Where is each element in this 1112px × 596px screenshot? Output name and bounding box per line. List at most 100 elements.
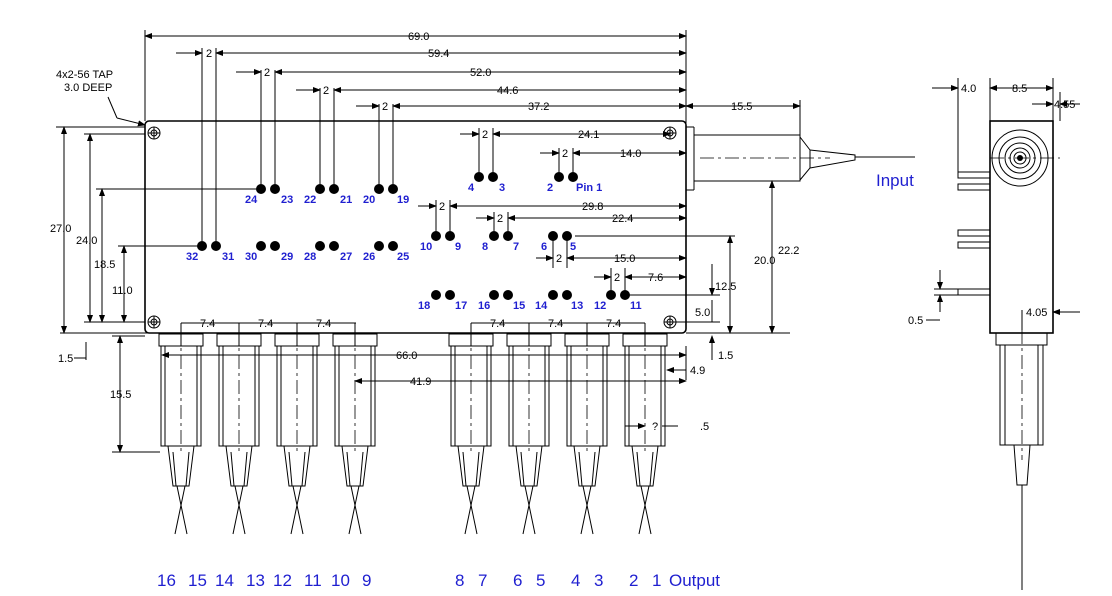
svg-text:37.2: 37.2 — [528, 101, 549, 113]
svg-text:19: 19 — [397, 194, 409, 206]
svg-text:25: 25 — [397, 251, 409, 263]
dimension-lines — [56, 30, 801, 453]
svg-text:11.0: 11.0 — [112, 285, 133, 297]
svg-text:7.4: 7.4 — [258, 318, 273, 330]
svg-text:3: 3 — [594, 571, 603, 590]
svg-text:3.0 DEEP: 3.0 DEEP — [64, 82, 112, 94]
svg-text:4.0: 4.0 — [961, 83, 976, 95]
svg-text:4: 4 — [468, 182, 475, 194]
screw-icon — [147, 315, 161, 329]
svg-text:15.5: 15.5 — [110, 389, 131, 401]
pin-labels: 24 23 22 21 20 19 4 3 2 Pin 1 32 31 30 2… — [186, 182, 642, 312]
svg-text:14: 14 — [215, 571, 234, 590]
svg-text:15.0: 15.0 — [614, 253, 635, 265]
svg-text:2: 2 — [547, 182, 553, 194]
svg-text:.5: .5 — [700, 421, 709, 433]
svg-text:?: ? — [652, 421, 658, 433]
svg-text:18: 18 — [418, 300, 430, 312]
svg-text:7.6: 7.6 — [648, 272, 663, 284]
side-view-dimensions: 4.0 8.5 4.55 0.5 4.05 — [908, 78, 1080, 330]
svg-text:11: 11 — [304, 571, 322, 590]
svg-text:2: 2 — [482, 129, 488, 141]
screw-icon — [147, 126, 161, 140]
svg-text:21: 21 — [340, 194, 352, 206]
screw-icon — [663, 126, 677, 140]
svg-text:4.05: 4.05 — [1026, 307, 1047, 319]
svg-text:13: 13 — [246, 571, 265, 590]
output-label: Output — [669, 571, 720, 590]
svg-text:7.4: 7.4 — [548, 318, 563, 330]
housing-body — [144, 120, 687, 334]
svg-text:22.2: 22.2 — [778, 245, 799, 257]
svg-text:12.5: 12.5 — [715, 281, 736, 293]
svg-text:41.9: 41.9 — [410, 376, 431, 388]
dimension-labels: 69.0 2 59.4 2 52.0 2 44.6 2 37.2 2 24.1 … — [50, 31, 799, 433]
svg-text:0.5: 0.5 — [908, 315, 923, 327]
svg-text:14: 14 — [535, 300, 548, 312]
svg-text:26: 26 — [363, 251, 375, 263]
svg-text:7.4: 7.4 — [606, 318, 621, 330]
output-numbers: 16 15 14 13 12 11 10 9 8 7 6 5 4 3 2 1 O… — [157, 571, 720, 590]
fiber-ferrule — [506, 329, 552, 535]
svg-text:8: 8 — [482, 241, 488, 253]
mounting-screws — [147, 126, 677, 329]
svg-text:9: 9 — [362, 571, 371, 590]
input-label: Input — [876, 171, 914, 190]
svg-text:8.5: 8.5 — [1012, 83, 1027, 95]
svg-text:2: 2 — [629, 571, 638, 590]
svg-text:9: 9 — [455, 241, 461, 253]
svg-text:24: 24 — [245, 194, 258, 206]
svg-text:29: 29 — [281, 251, 293, 263]
svg-text:3: 3 — [499, 182, 505, 194]
fiber-ferrule — [158, 329, 204, 535]
svg-text:1.5: 1.5 — [718, 350, 733, 362]
svg-text:2: 2 — [614, 272, 620, 284]
svg-text:5: 5 — [536, 571, 545, 590]
svg-text:66.0: 66.0 — [396, 350, 417, 362]
svg-text:Pin 1: Pin 1 — [576, 182, 602, 194]
svg-text:2: 2 — [206, 48, 212, 60]
svg-text:2: 2 — [556, 253, 562, 265]
fiber-ferrule — [332, 329, 378, 535]
svg-text:15: 15 — [513, 300, 525, 312]
svg-text:6: 6 — [541, 241, 547, 253]
svg-text:22.4: 22.4 — [612, 213, 633, 225]
svg-text:29.8: 29.8 — [582, 201, 603, 213]
side-view — [957, 120, 1060, 590]
svg-text:11: 11 — [630, 300, 642, 312]
svg-text:4: 4 — [571, 571, 580, 590]
svg-text:7.4: 7.4 — [316, 318, 331, 330]
svg-text:5: 5 — [570, 241, 576, 253]
svg-text:6: 6 — [513, 571, 522, 590]
pin-dots — [197, 172, 630, 300]
svg-text:69.0: 69.0 — [408, 31, 429, 43]
svg-text:5.0: 5.0 — [695, 307, 710, 319]
fiber-ferrule — [274, 329, 320, 535]
svg-text:24.0: 24.0 — [76, 235, 97, 247]
svg-text:10: 10 — [331, 571, 350, 590]
svg-text:24.1: 24.1 — [578, 129, 599, 141]
svg-text:44.6: 44.6 — [497, 85, 518, 97]
svg-text:22: 22 — [304, 194, 316, 206]
svg-text:2: 2 — [264, 67, 270, 79]
svg-text:20.0: 20.0 — [754, 255, 775, 267]
svg-text:17: 17 — [455, 300, 467, 312]
svg-text:4x2-56 TAP: 4x2-56 TAP — [56, 69, 113, 81]
svg-text:18.5: 18.5 — [94, 259, 115, 271]
svg-text:7.4: 7.4 — [200, 318, 215, 330]
svg-text:31: 31 — [222, 251, 234, 263]
fiber-ferrule — [622, 329, 668, 535]
svg-text:2: 2 — [439, 201, 445, 213]
fiber-ferrule — [448, 329, 494, 535]
svg-text:8: 8 — [455, 571, 464, 590]
svg-text:2: 2 — [497, 213, 503, 225]
svg-text:7: 7 — [478, 571, 487, 590]
svg-text:4.55: 4.55 — [1054, 99, 1075, 111]
svg-text:27.0: 27.0 — [50, 223, 71, 235]
svg-text:2: 2 — [562, 148, 568, 160]
svg-text:12: 12 — [594, 300, 606, 312]
svg-text:1: 1 — [652, 571, 661, 590]
svg-text:15.5: 15.5 — [731, 101, 752, 113]
svg-text:12: 12 — [273, 571, 292, 590]
svg-text:20: 20 — [363, 194, 375, 206]
